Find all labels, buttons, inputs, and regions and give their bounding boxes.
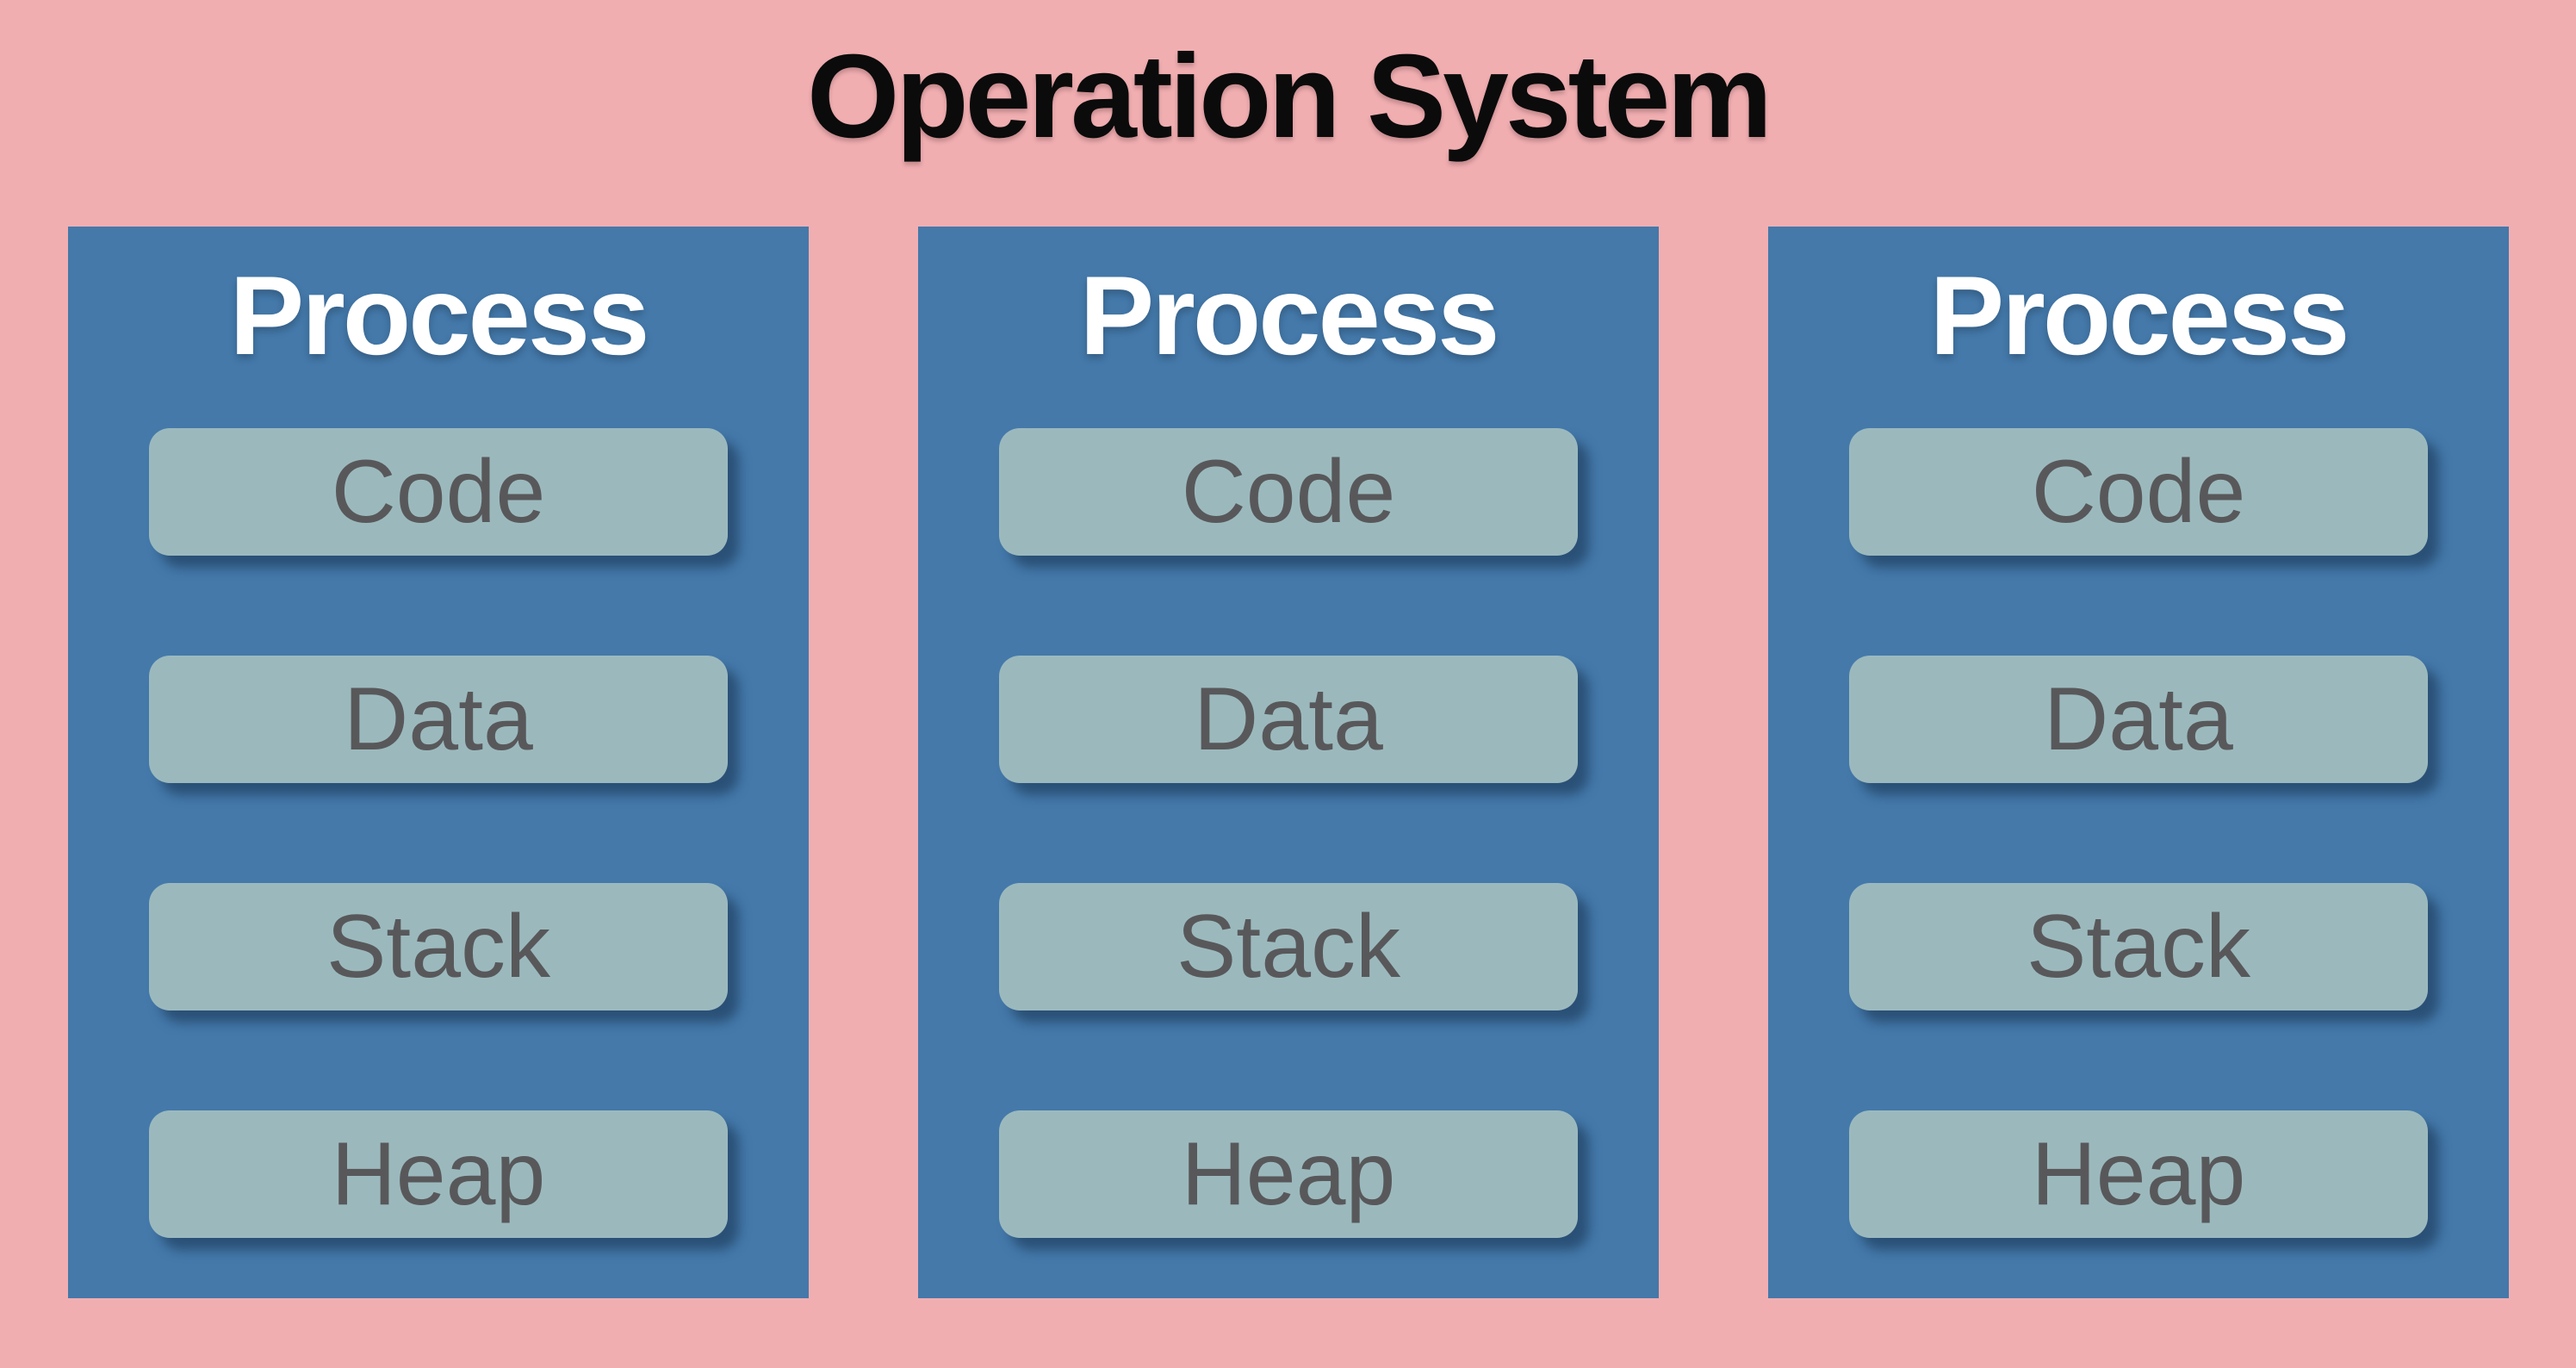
segment-box-stack: Stack	[149, 883, 728, 1010]
process-card: Process Code Data Stack Heap	[918, 227, 1659, 1298]
segment-label: Stack	[1176, 896, 1401, 997]
segment-label: Heap	[2031, 1123, 2246, 1224]
process-grid: Process Code Data Stack Heap Process Cod…	[68, 227, 2509, 1298]
segment-box-code: Code	[149, 428, 728, 556]
segment-box-data: Data	[149, 656, 728, 783]
process-title: Process	[1929, 252, 2350, 378]
segment-list: Code Data Stack Heap	[149, 428, 728, 1238]
segment-box-code: Code	[999, 428, 1578, 556]
segment-label: Stack	[326, 896, 551, 997]
segment-box-data: Data	[1849, 656, 2428, 783]
segment-label: Heap	[331, 1123, 546, 1224]
segment-label: Stack	[2026, 896, 2251, 997]
segment-label: Code	[2031, 441, 2246, 542]
process-card: Process Code Data Stack Heap	[68, 227, 809, 1298]
segment-box-heap: Heap	[1849, 1110, 2428, 1238]
segment-box-stack: Stack	[1849, 883, 2428, 1010]
segment-label: Code	[331, 441, 546, 542]
process-card: Process Code Data Stack Heap	[1768, 227, 2509, 1298]
process-title: Process	[1079, 252, 1500, 378]
segment-label: Data	[344, 668, 533, 769]
segment-list: Code Data Stack Heap	[999, 428, 1578, 1238]
page-title: Operation System	[806, 30, 1772, 163]
segment-box-heap: Heap	[149, 1110, 728, 1238]
segment-list: Code Data Stack Heap	[1849, 428, 2428, 1238]
segment-box-code: Code	[1849, 428, 2428, 556]
segment-label: Data	[2044, 668, 2233, 769]
segment-box-data: Data	[999, 656, 1578, 783]
segment-label: Heap	[1181, 1123, 1396, 1224]
segment-box-stack: Stack	[999, 883, 1578, 1010]
segment-label: Code	[1181, 441, 1396, 542]
process-title: Process	[229, 252, 650, 378]
segment-label: Data	[1194, 668, 1383, 769]
segment-box-heap: Heap	[999, 1110, 1578, 1238]
